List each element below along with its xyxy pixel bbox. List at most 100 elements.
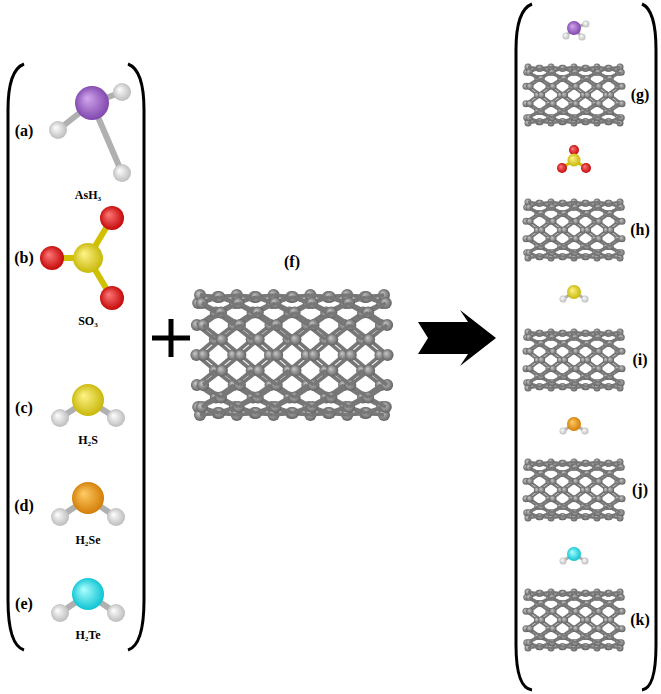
panel-label: (h) (630, 222, 650, 238)
carbon-atom (526, 365, 533, 372)
carbon-atom (584, 92, 591, 99)
carbon-atom (618, 218, 625, 225)
panel-label: (b) (14, 250, 34, 266)
carbon-atom (572, 348, 579, 355)
carbon-atom (572, 100, 579, 107)
carbon-atom (526, 83, 533, 90)
carbon-atom (607, 357, 614, 364)
nanotubes (190, 64, 625, 652)
carbon-atom (595, 495, 602, 502)
carbon-atom (618, 100, 625, 107)
carbon-nanotube (523, 459, 626, 522)
carbon-atom (216, 365, 228, 377)
carbon-atom (618, 348, 625, 355)
carbon-atom (618, 608, 625, 615)
carbon-atom (572, 478, 579, 485)
carbon-atom (549, 100, 556, 107)
carbon-atom (549, 608, 556, 615)
carbon-atom (526, 100, 533, 107)
carbon-atom (549, 218, 556, 225)
panel-label: (k) (630, 612, 650, 628)
carbon-atom (549, 83, 556, 90)
carbon-nanotube (190, 289, 393, 421)
carbon-atom (572, 235, 579, 242)
carbon-atom (595, 348, 602, 355)
carbon-atom (526, 235, 533, 242)
carbon-atom (595, 608, 602, 615)
carbon-atom (572, 625, 579, 632)
carbon-atom (618, 83, 625, 90)
carbon-atom (607, 487, 614, 494)
carbon-nanotube (523, 199, 626, 262)
carbon-atom (549, 348, 556, 355)
carbon-atom (253, 365, 265, 377)
carbon-atom (271, 349, 283, 361)
h2te-molecule (51, 578, 125, 622)
carbon-atom (618, 625, 625, 632)
carbon-atom (549, 235, 556, 242)
panel-label: (g) (631, 87, 650, 103)
carbon-atom (561, 92, 568, 99)
carbon-atom (618, 495, 625, 502)
carbon-atom (198, 349, 210, 361)
carbon-atom (595, 218, 602, 225)
carbon-atom (572, 495, 579, 502)
carbon-atom (234, 349, 246, 361)
carbon-atom (595, 478, 602, 485)
molecule-name: H₂S (78, 434, 98, 446)
carbon-atom (572, 218, 579, 225)
carbon-atom (561, 227, 568, 234)
carbon-atom (526, 348, 533, 355)
panel-label: (d) (14, 498, 34, 514)
carbon-atom (595, 83, 602, 90)
panel-label: (e) (15, 596, 33, 612)
carbon-nanotube (523, 64, 626, 127)
molecule-name: SO₃ (78, 315, 98, 327)
carbon-atom (584, 227, 591, 234)
carbon-atom (584, 617, 591, 624)
carbon-atom (584, 357, 591, 364)
adsorbed-so3 (557, 145, 591, 173)
reaction-arrow (418, 310, 496, 366)
carbon-atom (549, 625, 556, 632)
carbon-atom (216, 333, 228, 345)
panel-label: (i) (632, 352, 647, 368)
carbon-atom (572, 365, 579, 372)
carbon-atom (345, 349, 357, 361)
carbon-atom (382, 349, 394, 361)
carbon-atom (538, 92, 545, 99)
carbon-atom (538, 357, 545, 364)
carbon-atom (549, 365, 556, 372)
adsorbed-h2se (560, 417, 589, 435)
carbon-atom (607, 227, 614, 234)
panel-label: (c) (15, 400, 33, 416)
carbon-atom (595, 365, 602, 372)
carbon-atom (595, 625, 602, 632)
carbon-atom (549, 478, 556, 485)
carbon-nanotube (523, 589, 626, 652)
adsorbed-h2s (560, 285, 589, 303)
carbon-atom (526, 218, 533, 225)
carbon-atom (538, 617, 545, 624)
carbon-atom (561, 357, 568, 364)
carbon-atom (363, 333, 375, 345)
carbon-atom (289, 365, 301, 377)
adsorbed-h2te (560, 547, 589, 565)
ash3-molecule (49, 83, 131, 182)
carbon-atom (572, 83, 579, 90)
h2s-molecule (51, 384, 125, 427)
plus-symbol (152, 319, 190, 357)
panel-label: (j) (632, 482, 648, 498)
carbon-atom (561, 617, 568, 624)
carbon-atom (595, 235, 602, 242)
molecule-name: AsH₃ (75, 189, 101, 201)
molecule-name: H₂Se (76, 534, 101, 546)
carbon-atom (538, 487, 545, 494)
carbon-atom (572, 608, 579, 615)
carbon-atom (253, 333, 265, 345)
panel-label: (a) (15, 123, 34, 139)
carbon-atom (561, 487, 568, 494)
carbon-atom (526, 608, 533, 615)
carbon-atom (289, 333, 301, 345)
